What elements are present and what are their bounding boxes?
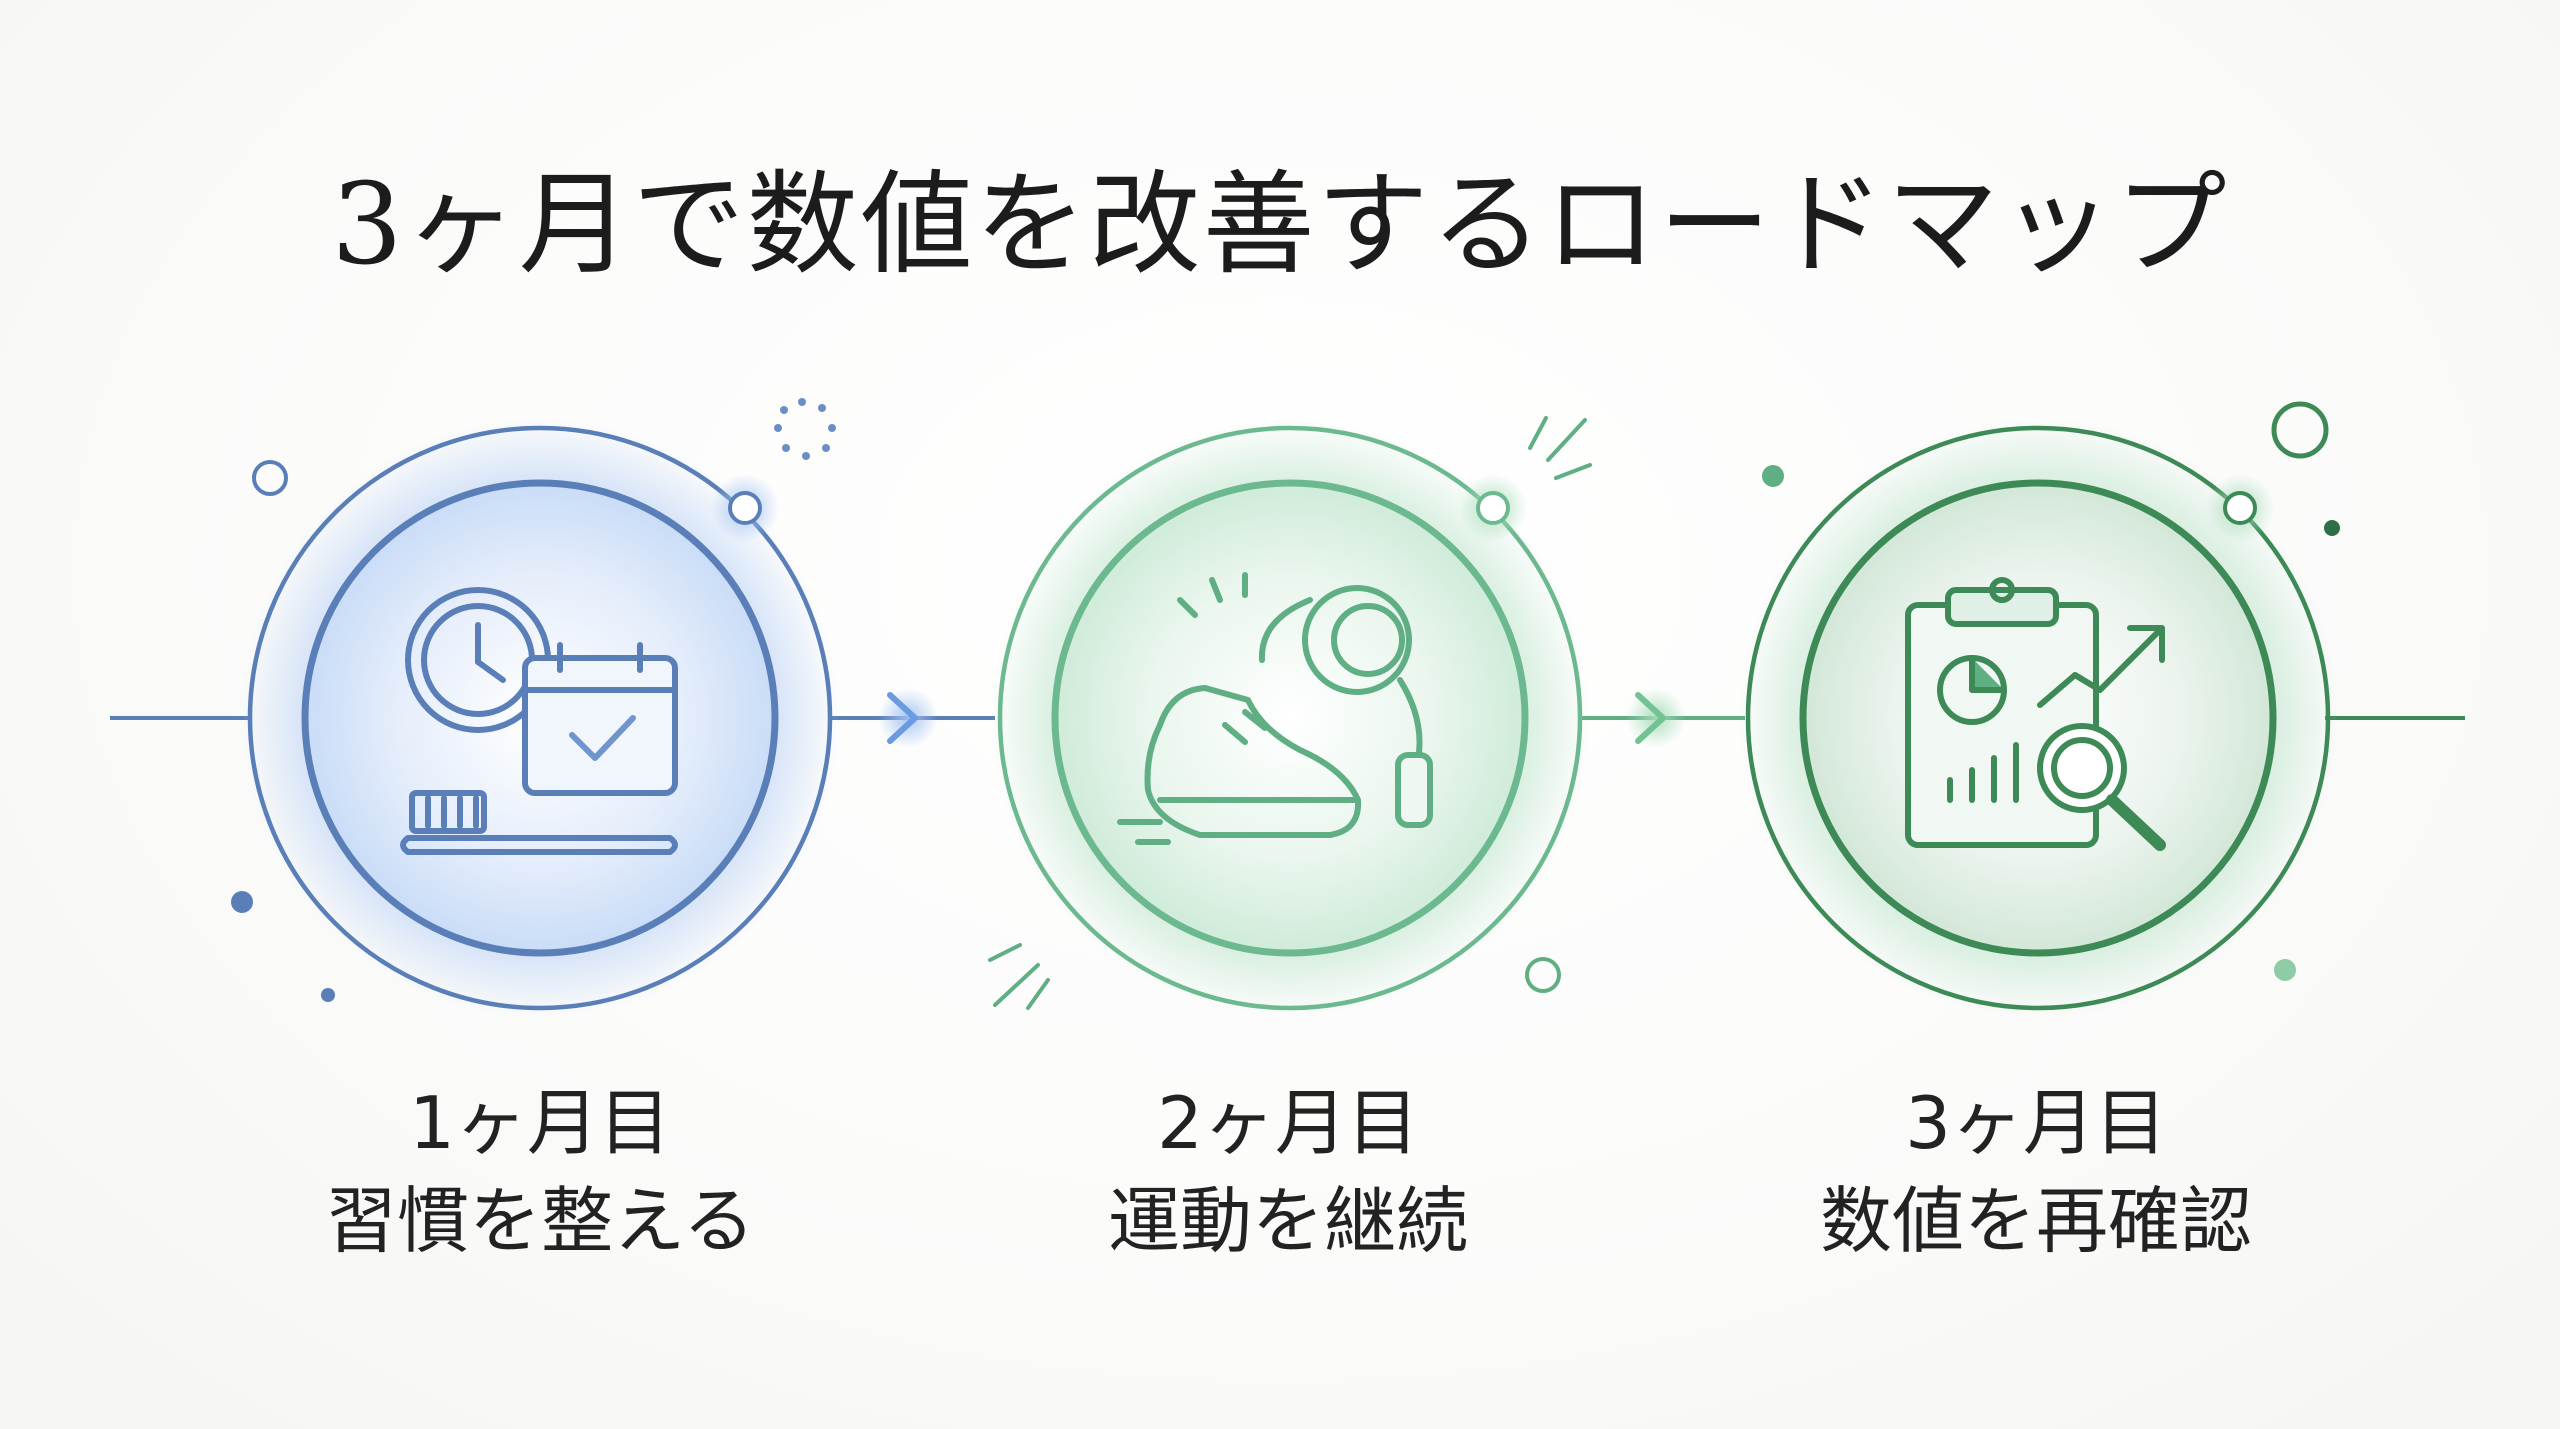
step-2-desc: 運動を継続 [1107,1179,1468,1263]
arrow-right-icon [878,688,938,748]
clipboard-chart-magnifier-icon [1905,577,2166,851]
arrow-right-icon [1626,688,1686,748]
step-1-label: 1ヶ月目 習慣を整える [190,1075,890,1271]
step-2-month: 2ヶ月目 [1157,1081,1419,1165]
clock-calendar-toothbrush-icon [400,587,678,855]
step-1-node [240,418,840,1018]
decorations [231,398,2340,1010]
sneaker-jump-rope-icon [1117,572,1433,845]
step-1-desc: 習慣を整える [325,1179,755,1263]
step-3-desc: 数値を再確認 [1819,1179,2252,1263]
step-2-node [990,418,1590,1018]
page-title: 3ヶ月で数値を改善するロードマップ [331,160,2229,290]
step-3-label: 3ヶ月目 数値を再確認 [1686,1075,2386,1271]
step-2-label: 2ヶ月目 運動を継続 [938,1075,1638,1271]
timeline [110,688,2465,748]
step-3-node [1738,418,2338,1018]
step-3-month: 3ヶ月目 [1905,1081,2167,1165]
step-1-month: 1ヶ月目 [409,1081,671,1165]
